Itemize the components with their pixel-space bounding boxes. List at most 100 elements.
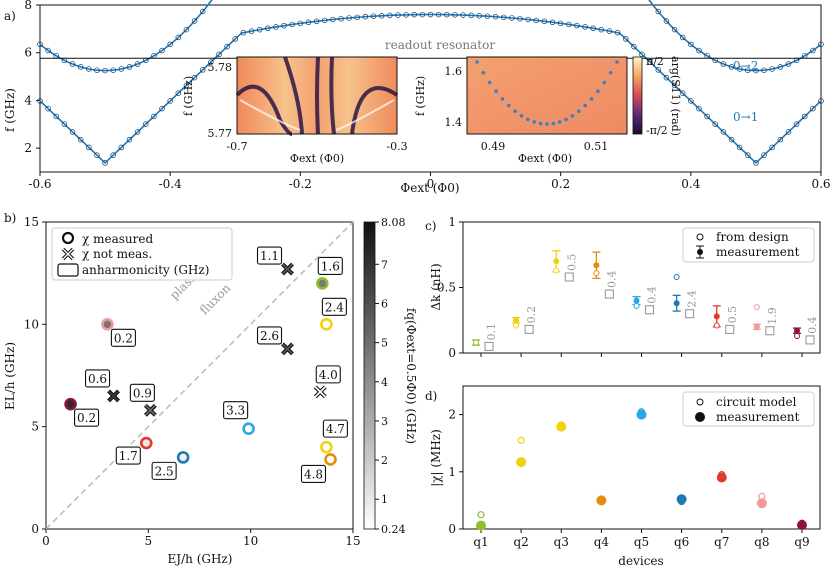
curve-0-1-data-point bbox=[118, 144, 125, 151]
inset-1-highlight bbox=[239, 99, 301, 131]
fq-colorbar-tick-label: 8.08 bbox=[381, 216, 406, 229]
design-point bbox=[794, 332, 800, 339]
phase-colorbar: π/2 -π/2 arg(S11) (rad) bbox=[632, 55, 682, 137]
panel-a-xtick-label: 0.6 bbox=[811, 177, 830, 191]
design-value-label: 0.1 bbox=[485, 323, 498, 341]
curve-0-1-data-point bbox=[468, 12, 474, 19]
curve-0-1-data-point bbox=[126, 136, 133, 143]
inset-2-fit-point bbox=[557, 120, 562, 124]
inset-1-resonance-feature bbox=[235, 84, 293, 136]
measurement-point bbox=[673, 300, 680, 307]
anharmonicity-box bbox=[223, 401, 249, 420]
curve-0-1-data-point bbox=[37, 98, 43, 104]
anharmonicity-label: 1.1 bbox=[260, 249, 279, 263]
curve-0-2-data-point bbox=[728, 64, 735, 70]
inset-2-phase-map bbox=[467, 57, 627, 134]
panel-b-ytick-label: 5 bbox=[31, 420, 39, 434]
curve-0-1-data-point bbox=[671, 82, 678, 89]
curve-0-2-data-point bbox=[77, 64, 84, 70]
curve-0-2-data-point bbox=[761, 67, 767, 73]
curve-0-1-data-point bbox=[256, 26, 263, 33]
measurement-chi-point bbox=[636, 409, 647, 420]
design-square-marker bbox=[725, 324, 735, 334]
inset-2-fit-point bbox=[487, 80, 492, 85]
fq-colorbar-tick-label: 7 bbox=[381, 258, 388, 271]
anharmonicity-box bbox=[84, 369, 111, 388]
panel-b-legend-box bbox=[51, 227, 233, 281]
curve-0-1 bbox=[39, 13, 822, 165]
inset-2-fit-point bbox=[519, 114, 524, 118]
curve-0-2-data-point bbox=[745, 67, 751, 73]
fq-colorbar-tick-label: 3 bbox=[381, 415, 388, 428]
curve-0-1-data-point bbox=[549, 19, 556, 26]
inset-1-resonance-feature bbox=[315, 56, 320, 135]
inset-2-fit-point bbox=[545, 122, 549, 126]
curve-0-1-data-point bbox=[679, 90, 686, 96]
curve-0-1-data-point bbox=[606, 28, 613, 34]
phase-colorbar-label: arg(S11) (rad) bbox=[669, 56, 682, 136]
curve-0-2-data-point bbox=[86, 66, 92, 72]
inset-2-fit-point bbox=[532, 120, 537, 124]
panel-d-xtick-label: q3 bbox=[554, 535, 569, 549]
design-value-label: 0.5 bbox=[565, 254, 578, 272]
inset-1-resonance-feature bbox=[283, 56, 304, 135]
design-point bbox=[513, 322, 520, 329]
measurement-chi-point bbox=[556, 421, 567, 432]
curve-0-1-data-point bbox=[663, 74, 670, 81]
anharmonicity-box bbox=[300, 464, 327, 483]
curve-0-2 bbox=[39, 0, 822, 72]
design-value-label: 0.2 bbox=[525, 306, 538, 324]
inset-2-fit-point bbox=[507, 103, 511, 108]
curve-0-1-data-point bbox=[167, 98, 173, 104]
curve-0-1-data-point bbox=[224, 43, 230, 50]
curve-0-2-data-point bbox=[777, 64, 784, 70]
panel-d-marks bbox=[476, 408, 807, 531]
curve-0-2-data-point bbox=[810, 47, 816, 54]
inset-2-fit-point bbox=[564, 117, 568, 122]
phase-colorbar-tick-top: π/2 bbox=[646, 55, 664, 68]
curve-0-1-data-point bbox=[517, 15, 523, 22]
curve-0-2-data-point bbox=[175, 34, 182, 41]
curve-0-1-data-point bbox=[647, 59, 653, 65]
design-value-label: 0.4 bbox=[646, 286, 659, 304]
panel-a-ytick-label: 6 bbox=[24, 46, 32, 60]
panel-d-xtick-label: q5 bbox=[634, 535, 649, 549]
curve-0-1-data-point bbox=[492, 13, 499, 20]
legend-not-measured-label: χ not meas. bbox=[82, 247, 152, 261]
inset-2-fit-point bbox=[494, 89, 498, 94]
curve-0-2-data-point bbox=[663, 18, 670, 24]
curve-0-1-data-point bbox=[720, 129, 727, 135]
phase-colorbar-tick-bottom: -π/2 bbox=[646, 124, 668, 137]
curve-0-1-data-point bbox=[289, 21, 295, 28]
curve-0-1-data-point bbox=[354, 14, 361, 21]
panel-d-xtick-label: q6 bbox=[674, 535, 689, 549]
curve-0-1-data-point bbox=[86, 144, 92, 151]
curve-0-2-data-point bbox=[159, 47, 165, 54]
scatter-point-measured bbox=[64, 397, 77, 411]
scatter-point-not-measured-fill bbox=[107, 390, 120, 402]
curve-0-1-data-point bbox=[273, 24, 279, 30]
curve-0-1-data-point bbox=[557, 20, 564, 27]
curve-0-1-data-point bbox=[500, 14, 507, 21]
panel-b-xlabel: EJ/h (GHz) bbox=[168, 552, 233, 566]
inset-2-fit-point bbox=[475, 60, 479, 64]
inset-1-ytick-top: 5.78 bbox=[208, 61, 233, 74]
panel-b-xtick-label: 15 bbox=[345, 534, 360, 548]
anharmonicity-box bbox=[315, 365, 341, 384]
inset-2-fit-point bbox=[481, 70, 486, 75]
scatter-point-measured bbox=[139, 436, 153, 450]
curve-0-1-data-point bbox=[338, 15, 344, 22]
panel-a-xtick-label: -0.2 bbox=[289, 177, 312, 191]
legend-measured-label: χ measured bbox=[82, 232, 153, 246]
curve-0-1-data-point bbox=[110, 152, 116, 158]
curve-0-1-data-point bbox=[655, 67, 662, 73]
curve-0-1-data-point bbox=[712, 121, 718, 127]
curve-0-1-data-point bbox=[818, 98, 824, 104]
curve-0-1-data-point bbox=[159, 105, 165, 112]
fq-colorbar-tick-label: 2 bbox=[381, 454, 388, 467]
inset-1-xtick-0: -0.7 bbox=[226, 140, 247, 153]
panel-c-ytick-label: 1 bbox=[448, 215, 456, 229]
panel-d-xtick-label: q9 bbox=[794, 535, 809, 549]
